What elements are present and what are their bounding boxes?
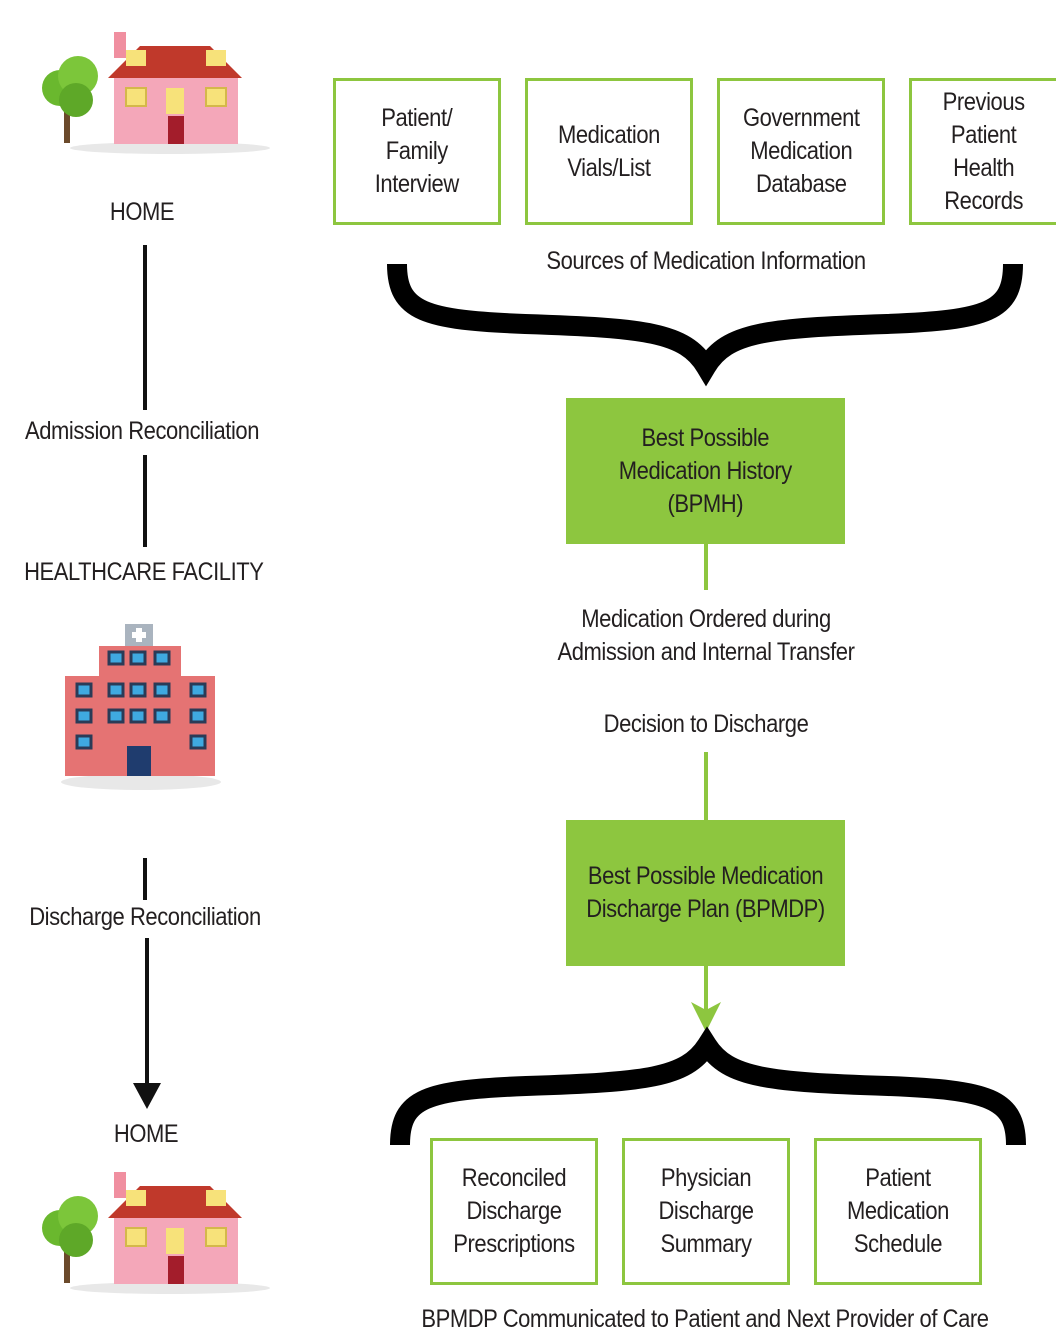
medication-ordered-label: Medication Ordered during Admission and … bbox=[557, 605, 855, 666]
connector-line bbox=[143, 455, 147, 547]
source-box-previous-records: Previous Patient Health Records bbox=[909, 78, 1056, 225]
bpmh-box: Best Possible Medication History (BPMH) bbox=[566, 398, 845, 544]
connector-line bbox=[143, 245, 147, 410]
sources-brace-icon bbox=[387, 263, 1023, 387]
arrow-line bbox=[145, 938, 149, 1088]
green-arrow-head-icon bbox=[691, 1002, 721, 1032]
healthcare-facility-label: HEALTHCARE FACILITY bbox=[24, 558, 264, 586]
decision-to-discharge-label: Decision to Discharge bbox=[603, 710, 809, 738]
source-box-patient-interview: Patient/ Family Interview bbox=[333, 78, 501, 225]
green-arrow-line bbox=[704, 966, 708, 1010]
home-house-icon bbox=[42, 1172, 270, 1294]
hospital-icon bbox=[61, 624, 221, 790]
sources-caption: Sources of Medication Information bbox=[546, 247, 866, 275]
discharge-reconciliation-label: Discharge Reconciliation bbox=[29, 903, 261, 931]
outputs-brace-icon bbox=[390, 1026, 1026, 1146]
arrow-head-icon bbox=[133, 1083, 161, 1109]
output-box-physician-summary: Physician Discharge Summary bbox=[622, 1138, 790, 1285]
output-box-discharge-prescriptions: Reconciled Discharge Prescriptions bbox=[430, 1138, 598, 1285]
admission-reconciliation-label: Admission Reconciliation bbox=[25, 417, 259, 445]
home-top-label: HOME bbox=[109, 198, 175, 226]
home-house-icon bbox=[42, 32, 270, 154]
connector-line bbox=[143, 858, 147, 900]
outputs-caption: BPMDP Communicated to Patient and Next P… bbox=[421, 1305, 989, 1333]
home-bottom-label: HOME bbox=[113, 1120, 179, 1148]
green-connector-line bbox=[704, 544, 708, 590]
source-box-government-database: Government Medication Database bbox=[717, 78, 885, 225]
green-connector-line bbox=[704, 752, 708, 822]
source-box-medication-vials: Medication Vials/List bbox=[525, 78, 693, 225]
output-box-medication-schedule: Patient Medication Schedule bbox=[814, 1138, 982, 1285]
bpmdp-box: Best Possible Medication Discharge Plan … bbox=[566, 820, 845, 966]
